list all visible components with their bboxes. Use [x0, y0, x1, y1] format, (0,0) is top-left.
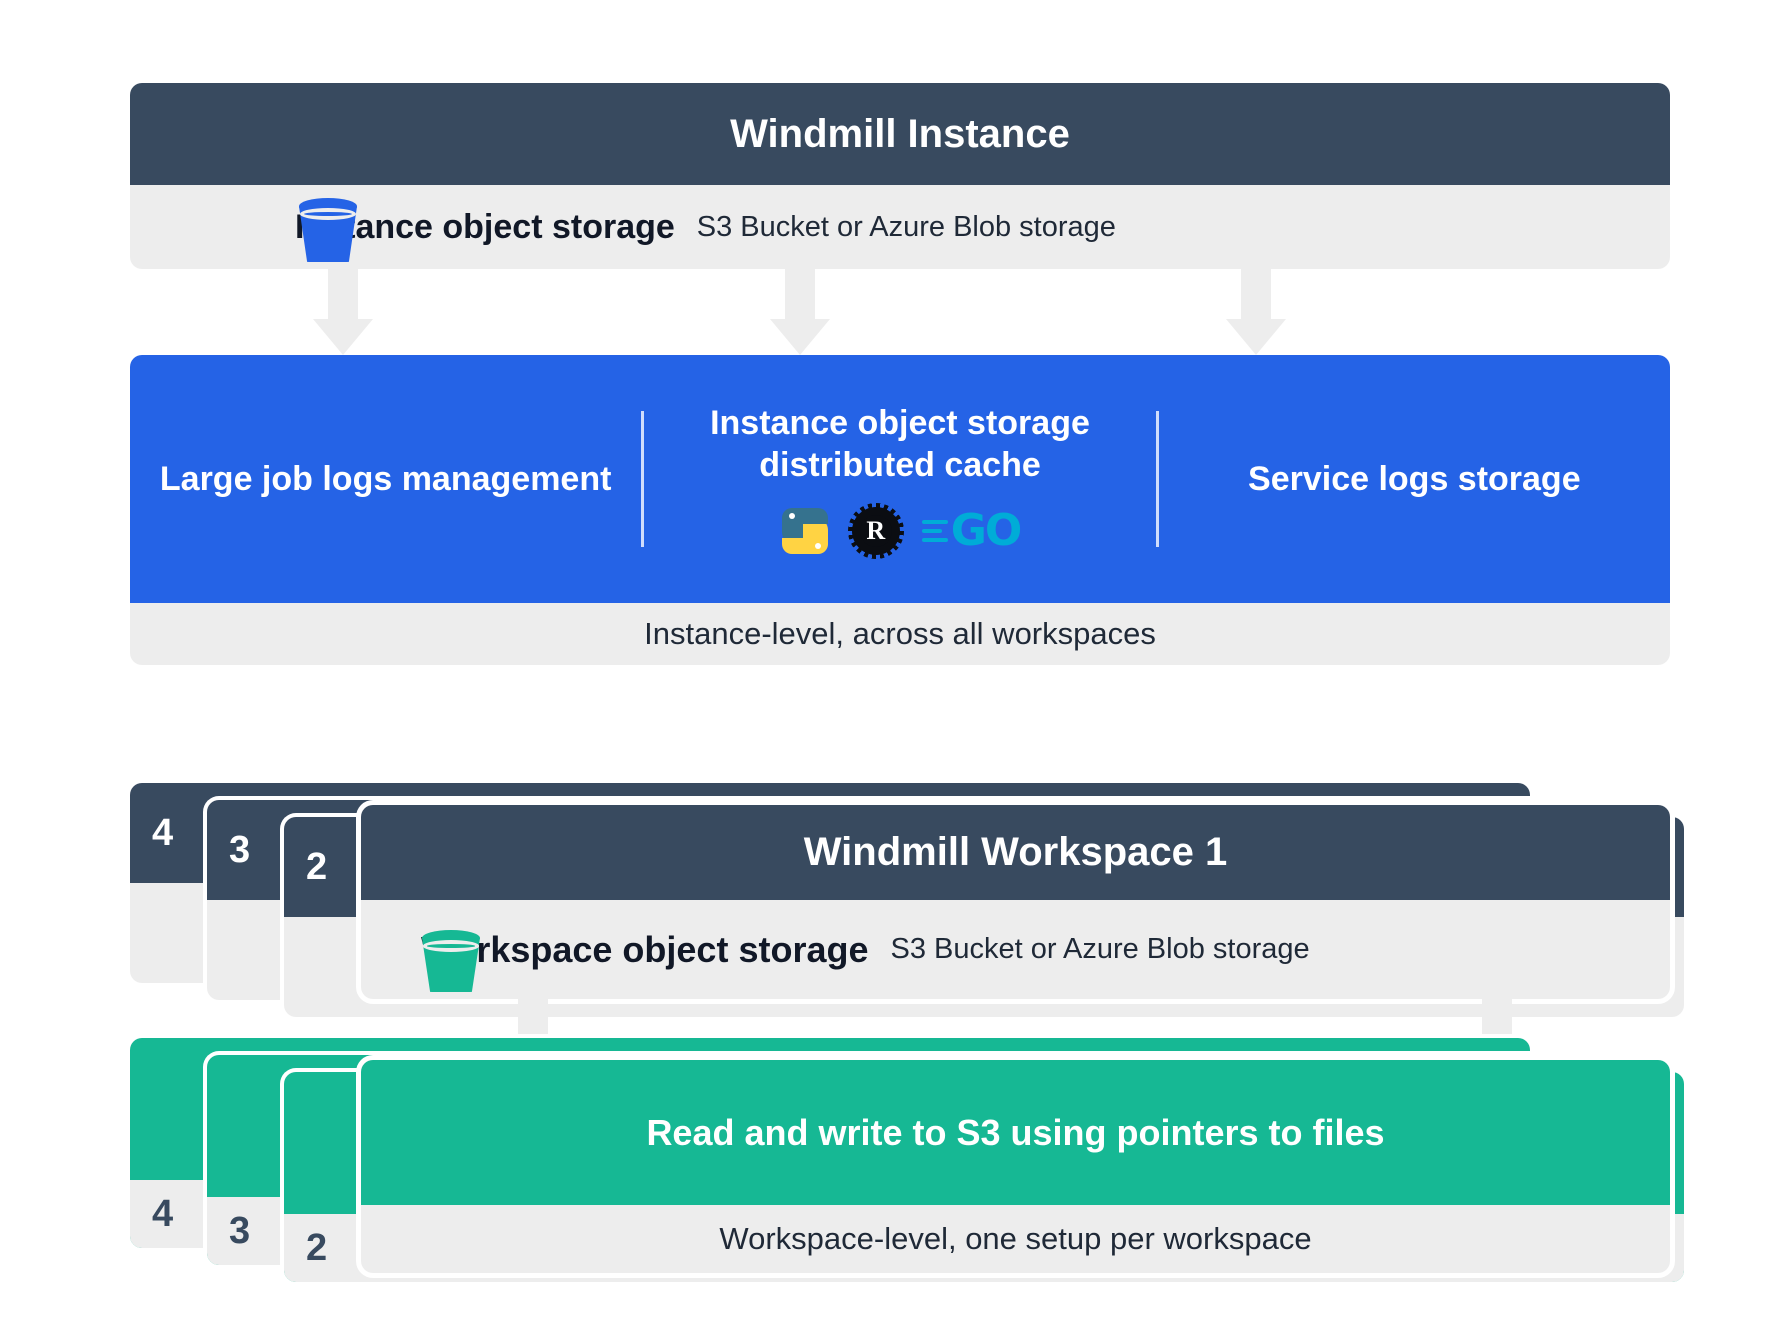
rust-icon: R	[847, 502, 904, 559]
capability-title: Large job logs management	[159, 459, 612, 498]
language-icon-row: R GO	[780, 502, 1023, 559]
go-label: GO	[950, 504, 1023, 556]
go-icon: GO	[921, 504, 1023, 556]
workspace-storage-detail: S3 Bucket or Azure Blob storage	[890, 933, 1310, 965]
instance-footnote: Instance-level, across all workspaces	[130, 603, 1670, 665]
capability-title: Instance object storage distributed cach…	[710, 403, 1090, 485]
arrow-to-large-job-logs	[313, 269, 373, 355]
instance-storage-bar: Instance object storage S3 Bucket or Azu…	[130, 185, 1670, 269]
green-card-front: Read and write to S3 using pointers to f…	[361, 1060, 1670, 1273]
instance-storage-detail: S3 Bucket or Azure Blob storage	[696, 210, 1116, 243]
capability-service-logs: Service logs storage	[1159, 458, 1670, 501]
instance-storage-label: Instance object storage	[295, 207, 675, 246]
arrow-to-distributed-cache	[770, 269, 830, 355]
capability-band: Large job logs management Instance objec…	[130, 355, 1670, 603]
workspace-band-title: Read and write to S3 using pointers to f…	[361, 1060, 1670, 1205]
workspace-storage-bar: Workspace object storage S3 Bucket or Az…	[361, 900, 1670, 999]
capability-distributed-cache: Instance object storage distributed cach…	[644, 402, 1155, 559]
instance-title: Windmill Instance	[730, 111, 1070, 156]
capability-divider	[1155, 411, 1159, 547]
bucket-ring	[422, 939, 480, 952]
workspace-storage-label: Workspace object storage	[421, 928, 869, 970]
arrow-to-service-logs	[1226, 269, 1286, 355]
bucket-ring	[299, 208, 357, 221]
bucket-icon	[422, 930, 480, 992]
bucket-icon	[299, 198, 357, 262]
workspace-title: Windmill Workspace 1	[361, 805, 1670, 900]
instance-footnote-text: Instance-level, across all workspaces	[644, 616, 1156, 651]
python-icon	[780, 506, 830, 556]
capability-divider	[641, 411, 645, 547]
capability-large-job-logs: Large job logs management	[130, 458, 641, 501]
workspace-footnote: Workspace-level, one setup per workspace	[719, 1221, 1312, 1256]
workspace-card-front: Windmill Workspace 1 Workspace object st…	[361, 805, 1670, 999]
capability-title: Service logs storage	[1248, 459, 1581, 498]
instance-header: Windmill Instance	[130, 83, 1670, 185]
